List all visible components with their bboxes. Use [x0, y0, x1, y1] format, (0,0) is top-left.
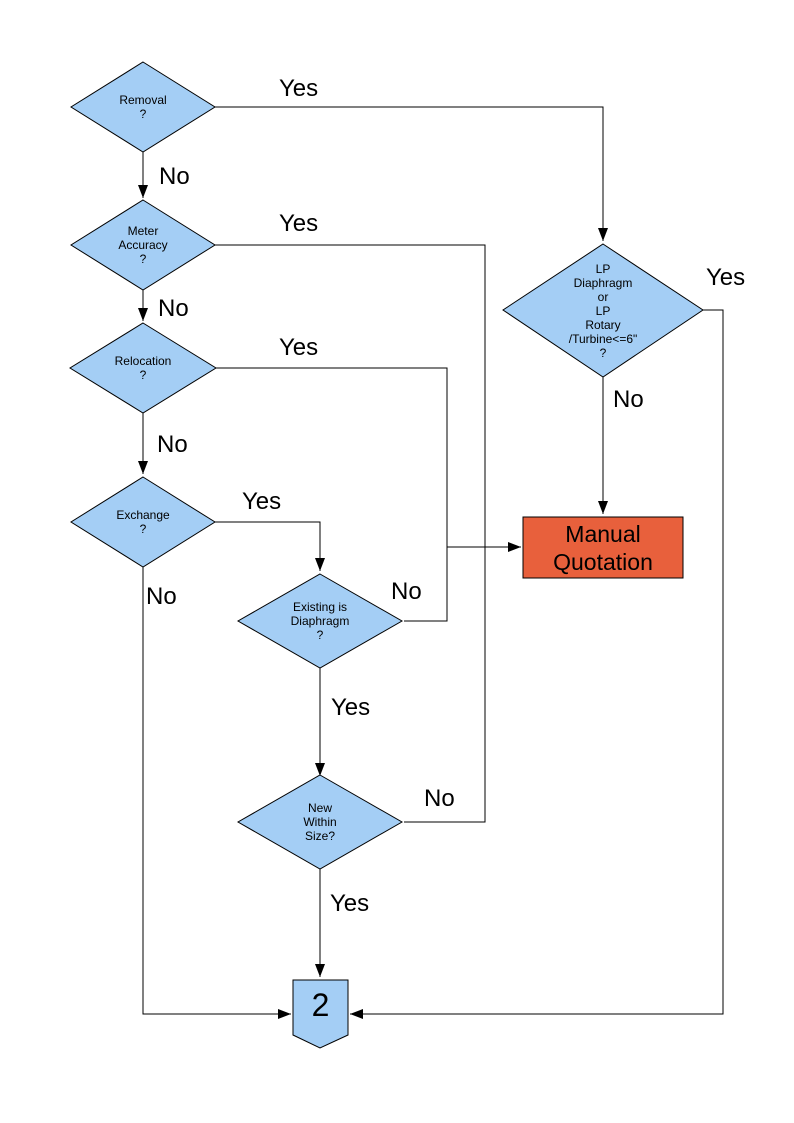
edges-layer [138, 106, 724, 1019]
offpage-connector-2-shape [292, 979, 349, 1049]
process-manual-quotation-shape [522, 516, 684, 579]
edge-meter-accuracy-yes-and-newsize-no [215, 244, 486, 823]
edge-removal-yes [215, 106, 608, 241]
nodes-layer [69, 61, 704, 1049]
decision-lp-meter-shape [502, 243, 704, 378]
decision-relocation-shape [69, 322, 217, 414]
decision-new-within-size-shape [236, 774, 404, 870]
edge-relocation-yes-and-existing-no [216, 367, 448, 622]
edge-lp-yes [350, 309, 724, 1019]
edge-exchange-yes [215, 521, 325, 571]
decision-meter-accuracy-shape [70, 199, 216, 291]
decision-existing-diaphragm-shape [236, 573, 404, 669]
decision-exchange-shape [70, 476, 216, 568]
edge-exchange-no [142, 567, 291, 1019]
decision-removal-shape [70, 61, 216, 153]
